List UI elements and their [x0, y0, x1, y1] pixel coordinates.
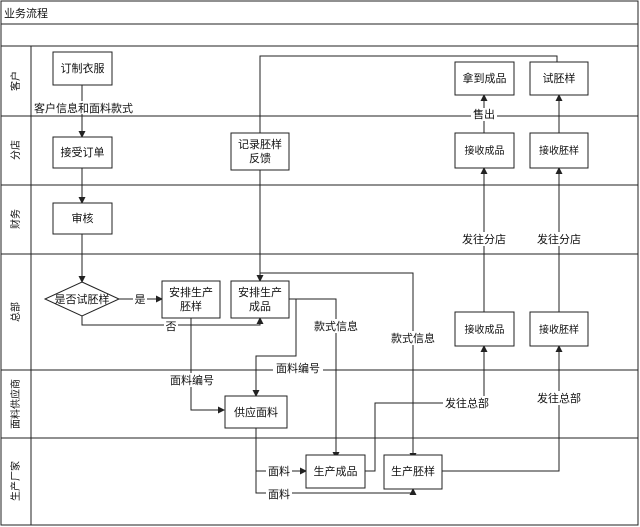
node-order-clothes-label: 订制衣服 — [61, 61, 105, 75]
diagram-title: 业务流程 — [4, 6, 48, 20]
node-produce-sample: 生产胚样 — [383, 454, 443, 490]
lane-store: 分店 — [9, 140, 22, 160]
edge-label-fabric-2: 面料 — [268, 487, 290, 501]
lane-manufacturer: 生产厂家 — [9, 461, 22, 501]
lane-finance: 财务 — [9, 209, 22, 229]
edge-label-customer-info: 客户信息和面料款式 — [34, 101, 133, 115]
node-audit-label: 审核 — [72, 211, 94, 225]
lane-headquarters: 总部 — [9, 302, 22, 322]
edge-label-fabric-1: 面料 — [268, 464, 290, 478]
node-produce-product-label: 生产成品 — [314, 464, 358, 478]
node-record-feedback: 记录胚样反馈 — [230, 132, 290, 171]
edge-label-style-info-1: 款式信息 — [314, 319, 358, 333]
label-line: 胚样 — [180, 299, 202, 313]
label-line: 记录胚样 — [238, 137, 282, 151]
node-hq-receive-sample: 接收胚样 — [529, 311, 589, 347]
node-decision-label: 是否试胚样 — [55, 292, 110, 306]
node-get-product: 拿到成品 — [454, 61, 515, 96]
edge-label-to-hq-2: 发往总部 — [537, 391, 581, 405]
node-try-sample: 试胚样 — [529, 61, 589, 96]
edge-labels: 客户信息和面料款式 售出 是 否 发往分店 发往分店 款式信息 款式信息 面料编… — [33, 101, 583, 501]
node-supply-fabric: 供应面料 — [224, 395, 288, 429]
node-decision: 是否试胚样 — [43, 281, 121, 317]
node-produce-sample-label: 生产胚样 — [391, 464, 435, 478]
edge-label-fabric-no-2: 面料编号 — [276, 361, 320, 375]
node-store-receive-product: 接收成品 — [454, 132, 515, 169]
edge-label-no: 否 — [166, 320, 177, 333]
node-supply-fabric-label: 供应面料 — [234, 405, 278, 419]
label-line: 成品 — [249, 300, 271, 313]
node-store-receive-sample: 接收胚样 — [529, 132, 589, 169]
node-audit: 审核 — [52, 202, 113, 235]
connectors — [78, 55, 563, 495]
node-arrange-sample: 安排生产胚样 — [161, 280, 221, 319]
lane-customer: 客户 — [9, 71, 22, 91]
label-line: 安排生产 — [238, 285, 282, 299]
edge-label-fabric-no-1: 面料编号 — [170, 373, 214, 387]
lane-fabric-supplier: 面料供应商 — [9, 379, 22, 429]
node-try-sample-label: 试胚样 — [543, 71, 576, 85]
node-store-receive-product-label: 接收成品 — [465, 144, 505, 157]
node-accept-order-label: 接受订单 — [61, 146, 105, 159]
node-order-clothes: 订制衣服 — [52, 51, 113, 86]
node-arrange-product: 安排生产成品 — [230, 280, 290, 319]
label-line: 安排生产 — [169, 285, 213, 299]
node-store-receive-sample-label: 接收胚样 — [539, 144, 579, 157]
edge-label-sold: 售出 — [473, 107, 495, 121]
edge-label-to-hq-1: 发往总部 — [445, 396, 489, 410]
node-produce-product: 生产成品 — [305, 454, 366, 489]
node-hq-receive-sample-label: 接收胚样 — [539, 323, 579, 336]
node-get-product-label: 拿到成品 — [463, 71, 507, 85]
node-accept-order: 接受订单 — [52, 136, 113, 169]
edge-label-to-store-2: 发往分店 — [537, 232, 581, 246]
label-line: 反馈 — [249, 152, 271, 165]
node-arrange-product-label: 安排生产成品 — [238, 285, 282, 313]
edge-label-style-info-2: 款式信息 — [391, 331, 435, 345]
edge-label-yes: 是 — [135, 293, 146, 306]
node-hq-receive-product-label: 接收成品 — [465, 323, 505, 336]
node-arrange-sample-label: 安排生产胚样 — [169, 285, 213, 313]
edge-label-to-store-1: 发往分店 — [462, 232, 506, 246]
node-record-feedback-label: 记录胚样反馈 — [238, 137, 282, 165]
node-hq-receive-product: 接收成品 — [454, 311, 515, 347]
